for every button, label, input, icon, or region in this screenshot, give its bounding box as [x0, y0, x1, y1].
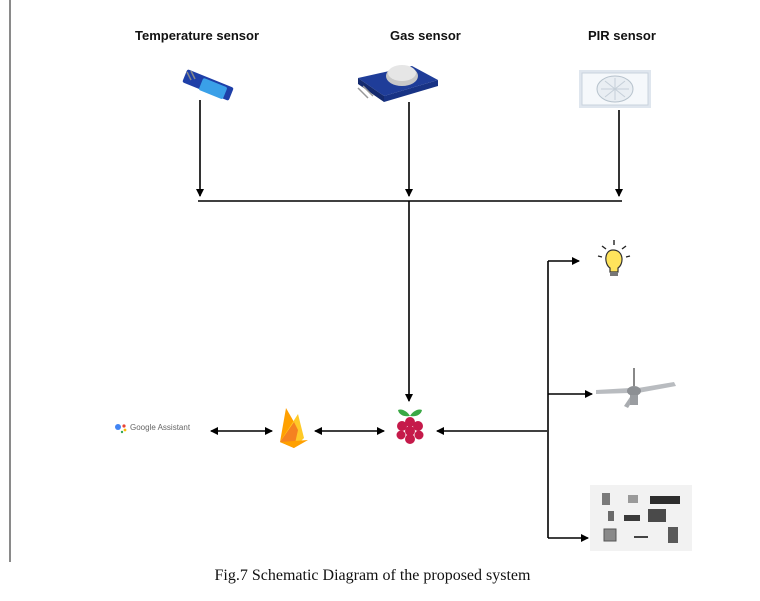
- temperature-sensor-label: Temperature sensor: [135, 28, 260, 43]
- ceiling-fan-icon: [596, 368, 676, 408]
- google-assistant-label: Google Assistant: [130, 423, 191, 432]
- gas-sensor-label: Gas sensor: [390, 28, 461, 43]
- google-assistant-icon: [115, 424, 127, 434]
- pir-sensor-icon: [579, 70, 651, 108]
- figure-caption: Fig.7 Schematic Diagram of the proposed …: [214, 567, 531, 584]
- temperature-sensor-icon: [182, 69, 234, 101]
- light-bulb-icon: [597, 240, 631, 276]
- pir-sensor-label: PIR sensor: [588, 28, 656, 43]
- firebase-icon: [280, 408, 308, 448]
- appliances-icon: [590, 485, 692, 551]
- raspberry-pi-icon: [396, 409, 424, 444]
- gas-sensor-icon: [357, 65, 438, 102]
- left-border-rule: [9, 0, 11, 562]
- connector-lines: [196, 100, 623, 542]
